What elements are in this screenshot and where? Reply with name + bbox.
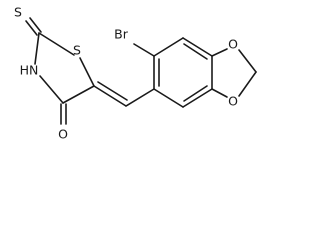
bond-ar4-o-upper bbox=[211, 48, 228, 57]
atom-s-ring: S bbox=[73, 43, 81, 58]
bond-ar6-ar1 bbox=[153, 88, 184, 108]
bond-ch2-o-lower bbox=[238, 71, 257, 97]
atom-nh: HN bbox=[20, 63, 39, 78]
bond-c2-s-ring bbox=[38, 32, 75, 56]
bond-c2-s-thioxo-a bbox=[25, 20, 38, 36]
bond-ar5-ar6-inner bbox=[183, 85, 208, 102]
molecule-structure: S HN S O Br O O bbox=[14, 5, 257, 142]
bond-o-upper-ch2 bbox=[238, 49, 257, 73]
bond-c5-ch-a bbox=[93, 85, 127, 107]
bond-c5-ch-b bbox=[97, 81, 128, 101]
bonds bbox=[25, 17, 257, 125]
bond-ar3-ar4-inner bbox=[183, 43, 208, 60]
bond-c2-nh bbox=[34, 32, 40, 65]
bond-ar2-br bbox=[133, 43, 155, 57]
atom-o-upper: O bbox=[228, 37, 238, 52]
bond-ar3-ar4 bbox=[182, 37, 213, 57]
atom-o-carbonyl: O bbox=[58, 127, 68, 142]
bond-ar5-o-lower bbox=[211, 88, 228, 98]
atom-o-lower: O bbox=[228, 94, 238, 109]
atom-labels: S HN S O Br O O bbox=[14, 5, 238, 142]
atom-br: Br bbox=[114, 27, 129, 42]
bond-c2-s-thioxo-b bbox=[29, 17, 42, 33]
bond-ar5-ar6 bbox=[182, 88, 213, 108]
bond-nh-c4 bbox=[39, 75, 64, 104]
bond-ar2-ar3 bbox=[153, 37, 184, 57]
atom-s-thioxo: S bbox=[14, 5, 22, 20]
bond-s-ring-c5 bbox=[79, 57, 95, 87]
bond-c4-c5 bbox=[62, 85, 95, 104]
bond-ch-aryl bbox=[125, 88, 155, 107]
